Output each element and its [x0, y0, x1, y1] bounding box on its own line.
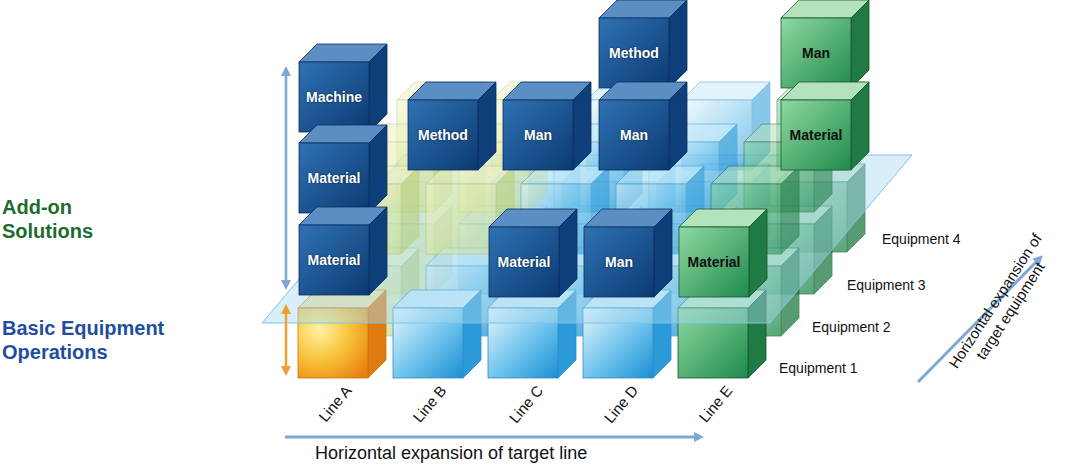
cube	[503, 82, 591, 170]
cube-label: Material	[790, 127, 843, 143]
addon-cube: Material	[299, 225, 369, 295]
cube	[489, 209, 577, 297]
cube-label: Method	[609, 45, 659, 61]
diagram-label: Equipment 3	[847, 277, 926, 294]
diagram-label: Horizontal expansion of target line	[315, 443, 587, 465]
cube-label: Material	[498, 254, 551, 270]
diagram-label: Line E	[696, 382, 737, 426]
cube-label: Man	[605, 254, 633, 270]
addon-cube: Man	[584, 227, 654, 297]
cube-label: Man	[802, 45, 830, 61]
diagram-label: Horizontal expansion of target equipment	[942, 225, 1065, 387]
diagram-label: Line C	[505, 382, 547, 427]
addon-cube: Method	[408, 100, 478, 170]
cube-label: Machine	[306, 89, 362, 105]
diagram-label: Equipment 1	[779, 360, 858, 377]
cube	[584, 209, 672, 297]
cube	[679, 209, 767, 297]
diagram-label: Basic Equipment Operations	[2, 316, 212, 364]
line-axis-arrow	[285, 436, 700, 439]
addon-cube: Man	[599, 100, 669, 170]
cube-label: Material	[308, 252, 361, 268]
addon-cube: Material	[299, 143, 369, 213]
cube-label: Method	[418, 127, 468, 143]
addon-cube: Man	[503, 100, 573, 170]
diagram-label: Line A	[315, 382, 356, 426]
cube-label: Material	[308, 170, 361, 186]
base-arrow-heads	[281, 304, 291, 376]
diagram-label: Line B	[410, 382, 451, 426]
base-height-arrow	[285, 308, 288, 372]
cube	[781, 82, 869, 170]
addon-cube: Material	[781, 100, 851, 170]
diagram-label: Equipment 2	[812, 319, 891, 336]
addon-cube: Man	[781, 18, 851, 88]
cube	[781, 0, 869, 88]
diagram-label: Equipment 4	[882, 231, 961, 248]
addon-cube: Method	[599, 18, 669, 88]
addon-cube: Machine	[299, 62, 369, 132]
addon-cube: Material	[489, 227, 559, 297]
cube	[299, 207, 387, 295]
diagram-label: Line D	[600, 382, 642, 427]
cube-label: Man	[620, 127, 648, 143]
cube	[299, 44, 387, 132]
cube	[299, 125, 387, 213]
addon-cube: Material	[679, 227, 749, 297]
cube	[599, 0, 687, 88]
cube	[599, 82, 687, 170]
cube-label: Man	[524, 127, 552, 143]
diagram-label: Add-on Solutions	[2, 195, 132, 243]
cube-label: Material	[688, 254, 741, 270]
addon-height-arrow	[285, 72, 288, 286]
cube	[408, 82, 496, 170]
